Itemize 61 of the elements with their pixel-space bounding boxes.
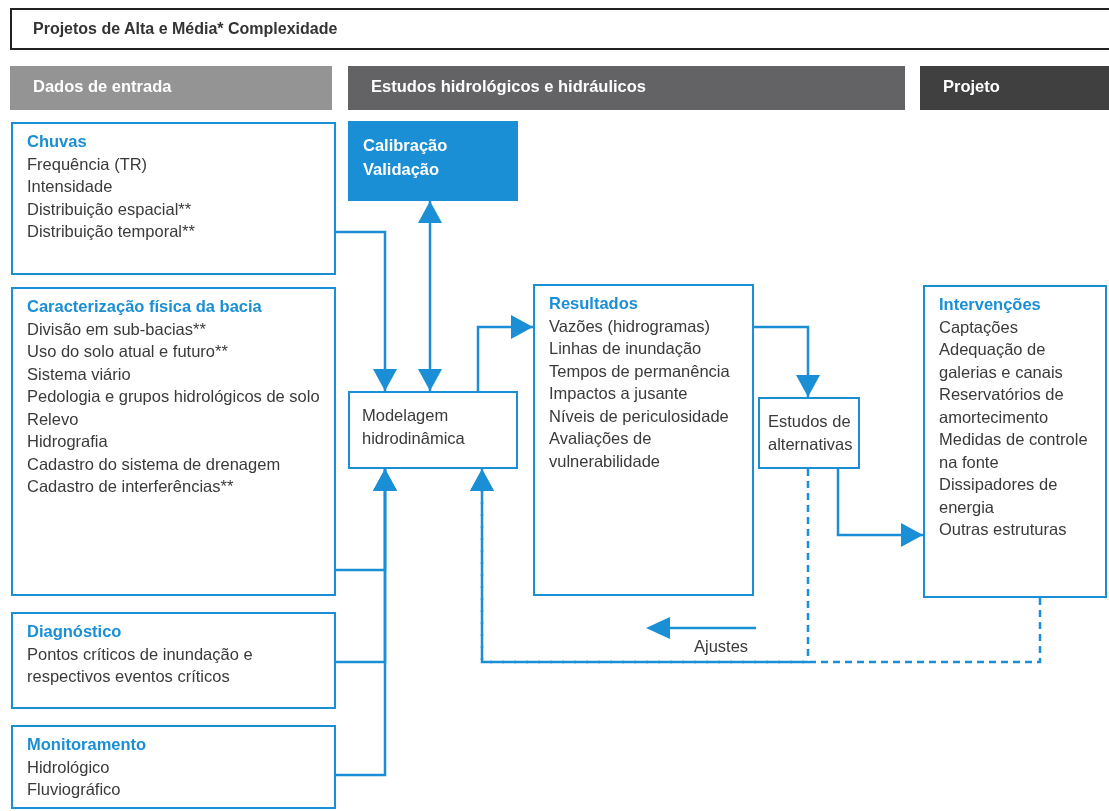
- list-item: Cadastro do sistema de drenagem: [27, 453, 282, 475]
- list-item: Níveis de periculosidade: [549, 405, 730, 427]
- list-item: Pedologia e grupos hidrológicos de solo: [27, 386, 321, 407]
- arrow: [336, 469, 397, 777]
- list-item: Linhas de inundação: [549, 338, 703, 359]
- list-item: Uso do solo atual e futuro**: [27, 341, 229, 362]
- list-item: Captações: [939, 316, 1019, 338]
- list-item: Medidas de controle na fonte: [939, 429, 1089, 473]
- arrow: [418, 201, 442, 391]
- list-box: [11, 612, 336, 709]
- arrow: [836, 469, 923, 547]
- list-item: Dissipadores de energia: [939, 474, 1059, 518]
- list-box: [11, 122, 336, 275]
- list-item: Tempos de permanência: [549, 360, 731, 382]
- box-heading: Monitoramento: [27, 734, 148, 755]
- process-box: [758, 397, 860, 469]
- list-item: Intensidade: [27, 176, 114, 197]
- process-box: [348, 121, 518, 201]
- list-item: Outras estruturas: [939, 519, 1068, 540]
- list-box: [923, 285, 1107, 598]
- list-item: Avaliações de vulnerabilidade: [549, 428, 661, 472]
- header-text: Dados de entrada: [33, 77, 173, 96]
- list-box: [11, 287, 336, 596]
- process-box: [348, 391, 518, 469]
- list-item: Vazões (hidrogramas): [549, 315, 712, 337]
- column-header: [348, 66, 905, 110]
- box-heading: Diagnóstico: [27, 621, 123, 642]
- list-item: Pontos críticos de inundação e respectivos eventos críticos: [27, 643, 254, 687]
- box-heading: Caracterização física da bacia: [27, 296, 263, 317]
- list-box: [11, 725, 336, 809]
- list-box: [533, 284, 754, 596]
- arrow: [336, 230, 397, 391]
- list-item: Impactos a jusante: [549, 383, 689, 404]
- arrow: [476, 315, 533, 391]
- list-item: Hidrológico: [27, 756, 111, 778]
- header-text: Estudos hidrológicos e hidráulicos: [371, 77, 648, 96]
- box-heading: Chuvas: [27, 131, 88, 152]
- list-item: Sistema viário: [27, 363, 132, 385]
- list-item: Frequência (TR): [27, 153, 149, 175]
- node-text: Estudos de alternativas: [768, 411, 854, 455]
- node-text: Calibração: [363, 135, 449, 156]
- header-text: Projeto: [943, 77, 1001, 96]
- box-heading: Resultados: [549, 293, 639, 314]
- edge-label: Ajustes: [692, 637, 751, 656]
- column-header: [10, 66, 332, 110]
- node-text: Modelagem hidrodinâmica: [362, 405, 466, 449]
- list-item: Distribuição espacial**: [27, 198, 193, 220]
- list-item: Hidrografia: [27, 431, 109, 452]
- list-item: Fluviográfico: [27, 779, 122, 800]
- node-text: Validação: [363, 159, 441, 180]
- box-heading: Intervenções: [939, 294, 1042, 315]
- list-item: Divisão em sub-bacias**: [27, 318, 207, 340]
- column-header: [920, 66, 1109, 110]
- arrow: [754, 325, 820, 397]
- list-item: Relevo: [27, 408, 80, 430]
- diagram-title: Projetos de Alta e Média* Complexidade: [33, 20, 338, 38]
- list-item: Cadastro de interferências**: [27, 476, 235, 497]
- dashed-connector: [470, 469, 1042, 664]
- list-item: Distribuição temporal**: [27, 221, 196, 242]
- list-item: Reservatórios de amortecimento: [939, 384, 1065, 428]
- list-item: Adequação de galerias e canais: [939, 339, 1064, 383]
